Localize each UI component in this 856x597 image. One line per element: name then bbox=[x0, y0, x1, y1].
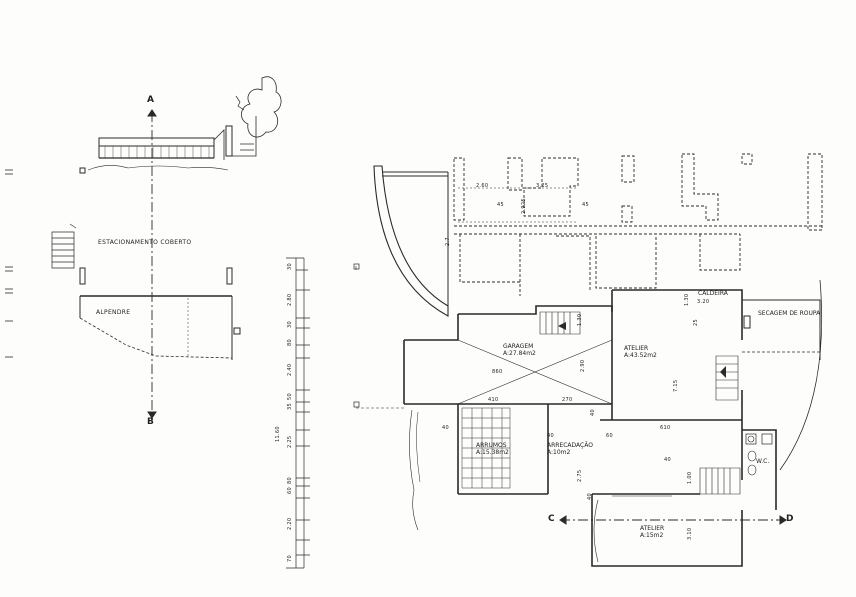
dim-plan: 1.30 bbox=[577, 313, 583, 326]
dim-plan: 25 bbox=[693, 319, 699, 326]
building-plan bbox=[353, 153, 824, 567]
dim-chain: 80 bbox=[287, 477, 293, 484]
dim-chain: 70 bbox=[287, 555, 293, 562]
dim-plan: 40 bbox=[547, 433, 554, 439]
dim-plan: 410 bbox=[488, 397, 499, 403]
parking-label: ESTACIONAMENTO COBERTO bbox=[98, 239, 192, 246]
site-plan bbox=[51, 76, 282, 419]
room-laundry: SECAGEM DE ROUPA bbox=[758, 310, 820, 317]
dimension-chain bbox=[286, 257, 310, 569]
dim-plan: 40 bbox=[590, 409, 596, 416]
room-atelier-small-name: ATELIER bbox=[640, 525, 665, 532]
dim-chain: 2.25 bbox=[287, 435, 293, 448]
room-atelier-small-area: A:15m2 bbox=[640, 532, 664, 539]
room-storage-area: A:15.38m2 bbox=[476, 449, 509, 456]
room-wc: W.C. bbox=[756, 458, 769, 465]
dim-chain-total: 11.60 bbox=[275, 426, 281, 442]
room-wc-name: W.C. bbox=[756, 458, 770, 465]
porch-label: ALPENDRE bbox=[96, 309, 131, 316]
room-boiler-name: CALDEIRA bbox=[698, 290, 728, 297]
section-marker-c: C bbox=[548, 514, 555, 524]
dim-chain: 30 bbox=[287, 321, 293, 328]
dim-top: 3.25 bbox=[536, 183, 549, 189]
dim-plan: 2.75 bbox=[577, 469, 583, 482]
dim-top: 2.60 bbox=[476, 183, 489, 189]
dim-plan: 1.30 bbox=[684, 293, 690, 306]
dim-chain: 2.20 bbox=[287, 517, 293, 530]
room-laundry-name: SECAGEM DE ROUPA bbox=[758, 310, 821, 317]
dim-chain: 60 bbox=[287, 487, 293, 494]
dim-plan: 2.90 bbox=[580, 359, 586, 372]
dim-plan: 1.00 bbox=[687, 471, 693, 484]
room-atelier-main-name: ATELIER bbox=[624, 345, 649, 352]
room-pantry-name: ARRECADAÇÃO bbox=[547, 442, 593, 449]
section-marker-b: B bbox=[147, 417, 155, 427]
room-pantry: ARRECADAÇÃO A:10m2 bbox=[547, 442, 593, 456]
dim-chain: 2.80 bbox=[287, 293, 293, 306]
dim-chain: 50 bbox=[287, 393, 293, 400]
dim-chain: 80 bbox=[287, 339, 293, 346]
dim-top: 2.925 bbox=[521, 198, 527, 214]
room-storage: ARRUMOS A:15.38m2 bbox=[476, 442, 509, 456]
dim-chain: 30 bbox=[287, 263, 293, 270]
dim-plan: 60 bbox=[606, 433, 613, 439]
dim-chain: 35 bbox=[287, 403, 293, 410]
dim-plan: 7.15 bbox=[673, 379, 679, 392]
section-marker-a: A bbox=[147, 95, 155, 105]
dim-plan: 860 bbox=[492, 369, 503, 375]
dim-plan: 40 bbox=[664, 457, 671, 463]
room-atelier-main-area: A:43.52m2 bbox=[624, 352, 657, 359]
dim-top: 45 bbox=[497, 202, 504, 208]
room-atelier-main: ATELIER A:43.52m2 bbox=[624, 345, 657, 359]
dim-chain: 2.40 bbox=[287, 363, 293, 376]
dim-plan: 40 bbox=[442, 425, 449, 431]
dim-plan: 40 bbox=[587, 493, 593, 500]
section-marker-d: D bbox=[786, 514, 794, 524]
margin-ticks bbox=[5, 169, 13, 358]
dim-plan: 270 bbox=[562, 397, 573, 403]
room-atelier-small: ATELIER A:15m2 bbox=[640, 525, 664, 539]
room-garage-name: GARAGEM bbox=[503, 343, 534, 350]
dim-plan: 2.7 bbox=[445, 237, 451, 246]
dim-plan: 3.20 bbox=[697, 299, 710, 305]
room-garage: GARAGEM A:27.84m2 bbox=[503, 343, 536, 357]
dim-plan: 3.10 bbox=[687, 527, 693, 540]
dim-top: 45 bbox=[582, 202, 589, 208]
dim-plan: 610 bbox=[660, 425, 671, 431]
room-boiler: CALDEIRA bbox=[698, 290, 728, 297]
room-storage-name: ARRUMOS bbox=[476, 442, 507, 449]
room-garage-area: A:27.84m2 bbox=[503, 350, 536, 357]
room-pantry-area: A:10m2 bbox=[547, 449, 571, 456]
